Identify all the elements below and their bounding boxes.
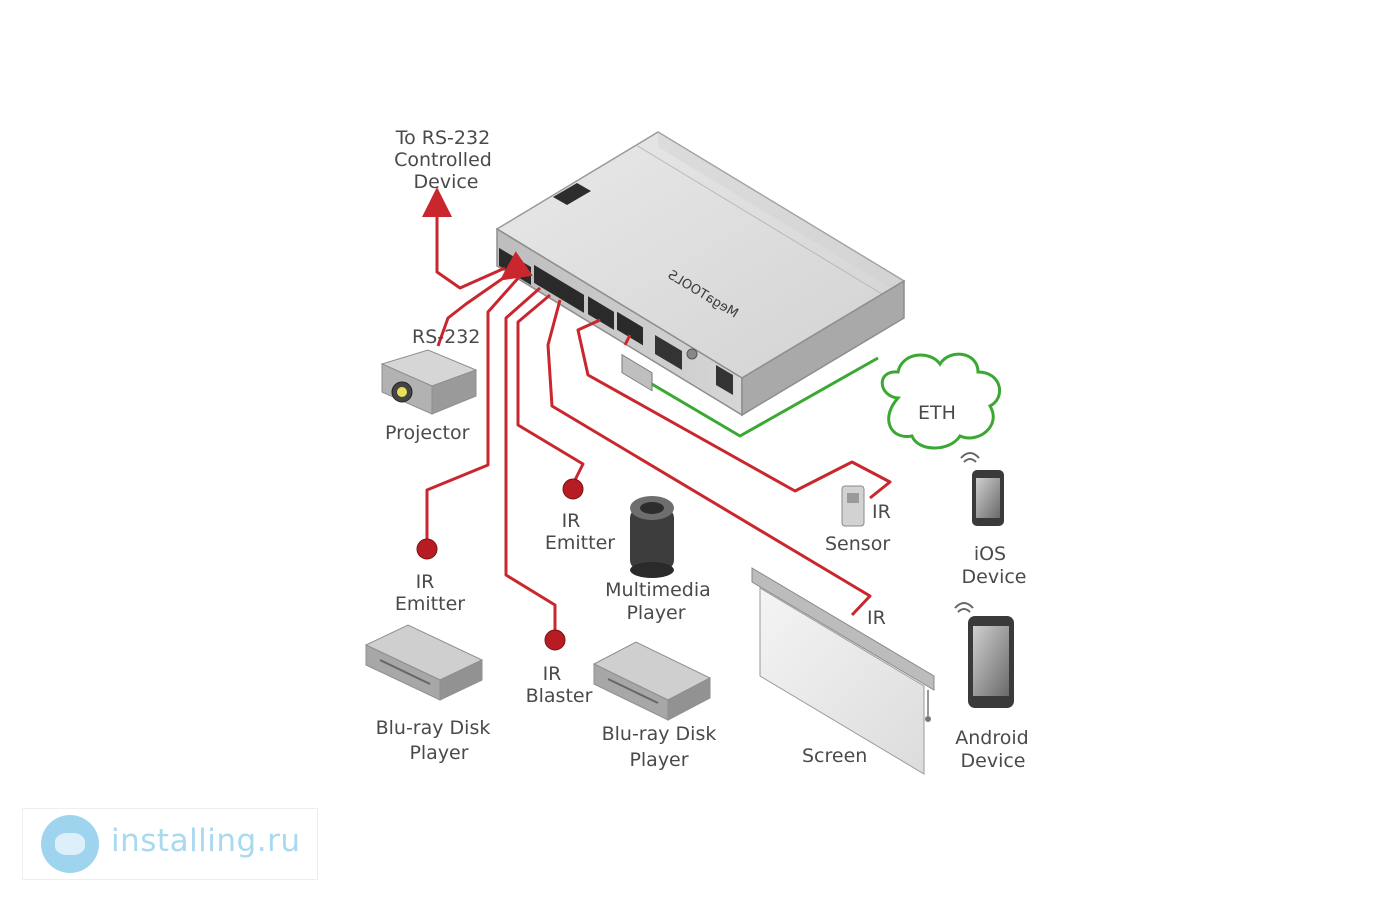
controller-device: MegaTOOLS [495,131,906,417]
label-line: Device [414,171,479,193]
rs232-out-cable [422,187,506,290]
label-line: Emitter [545,532,615,554]
watermark-logo-icon [41,815,99,873]
sensor-icon [841,485,865,527]
label-line: Player [409,742,468,764]
rs232-port-label: RS-232 [412,326,480,348]
screen-ir-cable [546,299,872,617]
label-line: Blaster [526,685,593,707]
ir-emitter-left-label: IR Emitter [395,571,465,615]
ir-emitter-left-icon [416,538,438,560]
label-line: IR [562,510,581,532]
ir-blaster-icon [544,629,566,651]
label-line: Player [626,602,685,624]
screen-ir-label: IR [867,607,886,629]
watermark-text: installing.ru [111,823,301,859]
rs232-target-label: To RS-232 Controlled Device [394,127,498,193]
android-device-icon [968,616,1014,708]
ios-device-label: iOS Device [962,543,1027,588]
multimedia-player-label: Multimedia Player [605,579,717,624]
screen-label: Screen [802,745,867,767]
sensor-ir-stub [623,334,632,346]
bluray-player-center-icon [592,641,712,721]
ir-emitter-left-cable [425,275,522,540]
rj45-plug-icon [621,353,653,392]
ios-device-icon [972,470,1004,526]
ethernet-port-icon [655,335,682,370]
label-line: Blu-ray Disk [376,717,491,739]
reset-button-icon [686,348,698,360]
label-line: Player [629,749,688,771]
ir-emitter-center-cable [516,293,585,485]
ir-emitter-center-label: IR Emitter [545,510,615,554]
wifi-icon [960,452,980,463]
label-line: Blu-ray Disk [602,723,717,745]
projector-label: Projector [385,422,470,444]
bluray-player-left-icon [364,624,484,701]
label-line: IR [416,571,435,593]
brand-logo-icon [553,183,591,205]
label-line: Device [961,750,1026,772]
label-line: Controlled [394,149,492,171]
label-line: Device [962,566,1027,588]
bluray-center-label: Blu-ray Disk Player [602,723,723,771]
projection-screen-icon [751,567,935,775]
sensor-label: Sensor [825,533,890,555]
multimedia-player-icon [630,496,674,578]
label-line: Multimedia [605,579,711,601]
power-connector-icon [716,365,733,395]
ir-blaster-label: IR Blaster [526,663,593,707]
android-device-label: Android Device [955,727,1035,772]
sensor-ir-label: IR [872,501,891,523]
cables [422,187,892,630]
wifi-icon [954,602,974,613]
eth-cloud: ETH [880,352,1001,450]
eth-label: ETH [918,402,956,424]
watermark: installing.ru [22,808,318,880]
ir-blaster-cable [504,286,557,630]
sensor-ir-cable [576,318,892,500]
label-line: Emitter [395,593,465,615]
label-line: Android [955,727,1028,749]
rs232-projector-cable [436,251,533,347]
bluray-left-label: Blu-ray Disk Player [376,717,497,764]
label-line: To RS-232 [395,127,490,149]
label-line: iOS [974,543,1006,565]
label-line: IR [543,663,562,685]
ir-emitter-center-icon [562,478,584,500]
ethernet-cable [627,356,879,438]
projector-icon [380,349,478,415]
